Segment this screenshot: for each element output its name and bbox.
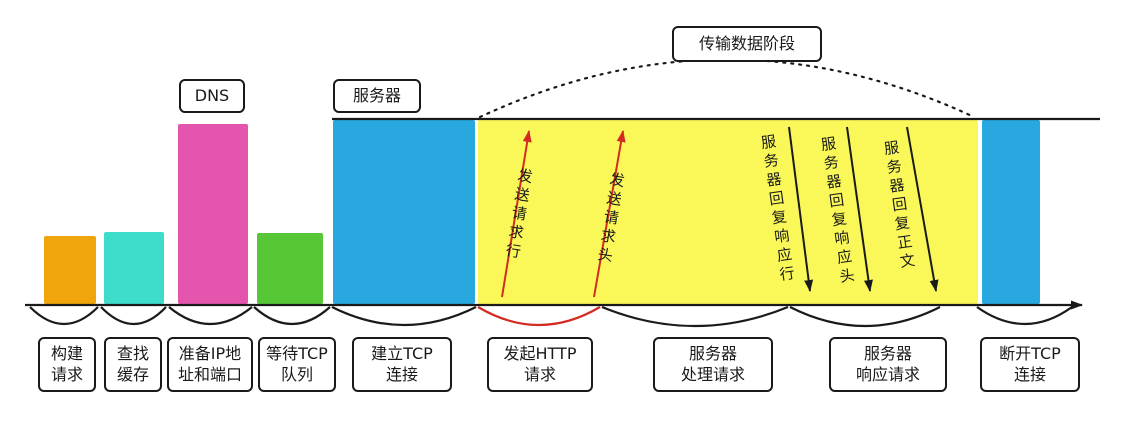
phase-label-server-response: 服务器 响应请求 xyxy=(829,337,947,392)
phase-label-tcp-connect: 建立TCP 连接 xyxy=(352,337,452,392)
phase-label-build-request: 构建 请求 xyxy=(38,337,96,392)
tcp-disconnect-bar xyxy=(982,120,1040,304)
dns-label-box: DNS xyxy=(179,79,245,113)
data-transfer-region xyxy=(478,120,978,304)
phase-arc-tcp-disconnect xyxy=(976,306,1073,325)
find-cache-bar xyxy=(104,232,164,304)
phase-arc-http-request xyxy=(477,306,601,327)
build-request-bar xyxy=(44,236,96,304)
transfer-phase-label-box: 传输数据阶段 xyxy=(672,26,822,62)
transfer-phase-arc xyxy=(478,58,976,119)
phase-label-dns: 准备IP地 址和端口 xyxy=(167,337,253,392)
server-label-box: 服务器 xyxy=(333,79,421,113)
phase-arc-tcp-connect xyxy=(331,306,477,326)
phase-arc-server-processing xyxy=(601,305,789,328)
tcp-queue-bar xyxy=(257,233,323,304)
phase-label-http-request: 发起HTTP 请求 xyxy=(487,337,593,392)
dns-lookup-bar xyxy=(178,124,248,304)
phase-arc-tcp-queue xyxy=(253,306,331,326)
phase-arc-server-response xyxy=(789,306,941,327)
phase-arc-dns xyxy=(168,306,253,326)
phase-arc-build-request xyxy=(29,306,99,326)
phase-label-tcp-disconnect: 断开TCP 连接 xyxy=(980,337,1080,392)
phase-arc-find-cache xyxy=(100,306,167,326)
phase-label-find-cache: 查找 缓存 xyxy=(104,337,162,392)
phase-label-server-processing: 服务器 处理请求 xyxy=(653,337,773,392)
tcp-connect-bar xyxy=(333,120,475,304)
phase-label-tcp-queue: 等待TCP 队列 xyxy=(258,337,336,392)
